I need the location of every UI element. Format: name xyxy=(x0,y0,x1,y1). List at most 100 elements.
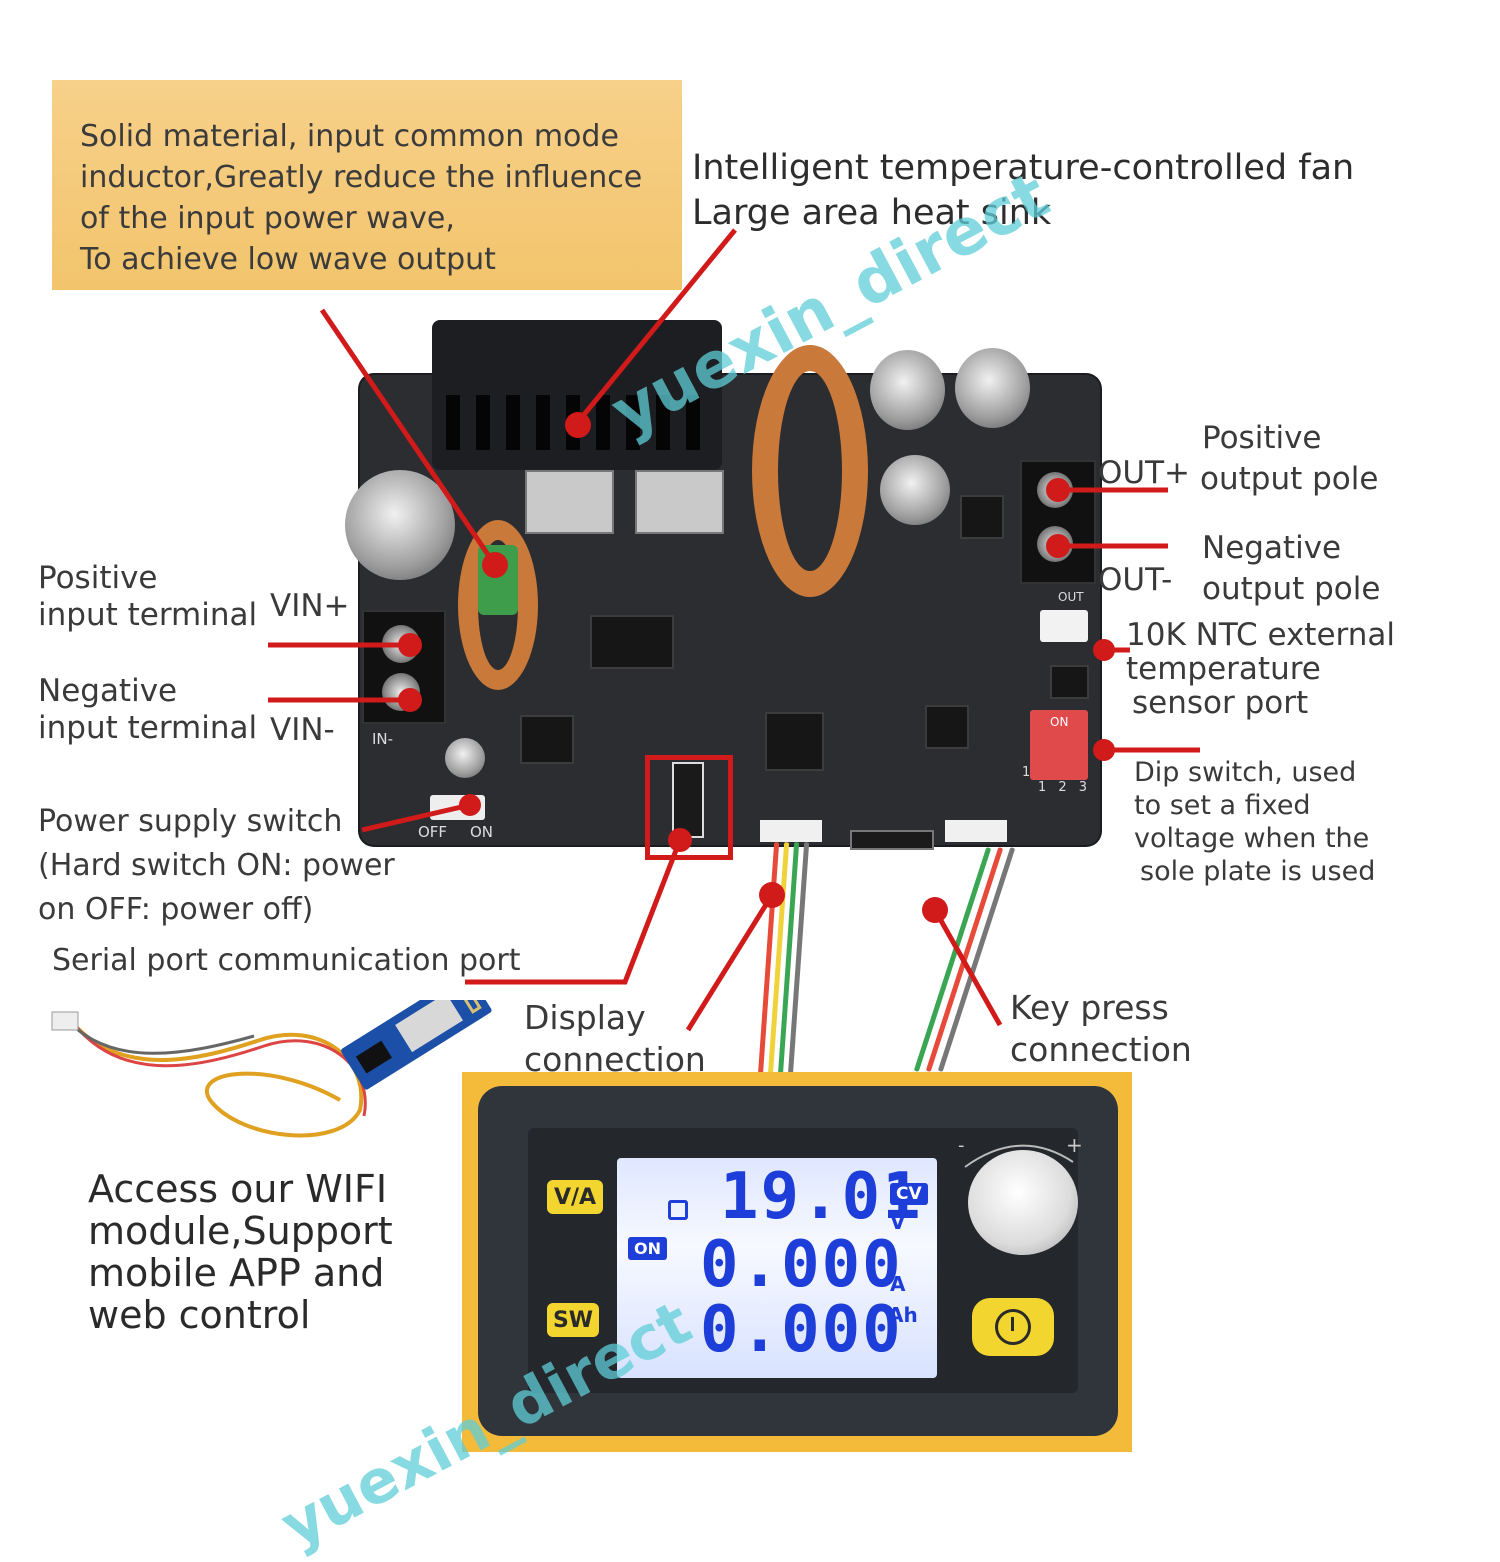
knob-arc-icon xyxy=(964,1144,1074,1168)
power-switch-line-2: (Hard switch ON: power xyxy=(38,848,395,883)
power-switch-line-3: on OFF: power off) xyxy=(38,892,314,927)
heatsink-fin xyxy=(506,395,520,450)
rotary-knob[interactable] xyxy=(968,1150,1078,1255)
serial-port-header xyxy=(672,762,704,838)
vin-plus-dot xyxy=(398,633,422,657)
ic-chip xyxy=(520,715,574,764)
output-capacitor xyxy=(880,455,950,525)
ic-chip xyxy=(590,615,674,669)
dip-switch-label: Dip switch, used to set a fixed voltage … xyxy=(1134,756,1375,888)
ntc-port xyxy=(1040,610,1088,642)
display-connection-line-1: Display xyxy=(524,998,646,1037)
display-conn-line xyxy=(685,893,775,1032)
positive-output-line-1: Positive xyxy=(1202,420,1322,456)
callout-line-4: To achieve low wave output xyxy=(80,242,496,277)
wifi-description: Access our WIFI module,Support mobile AP… xyxy=(88,1168,393,1336)
wifi-cable-red xyxy=(72,1023,367,1117)
annotation-lines xyxy=(268,228,1200,1032)
negative-input-line-2: input terminal xyxy=(38,709,258,746)
callout-line-1: Solid material, input common mode xyxy=(80,119,619,154)
ntc-line-1: 10K NTC external xyxy=(1126,617,1395,653)
heatsink-fin xyxy=(596,395,610,450)
output-capacitor xyxy=(870,350,945,430)
ntc-line-2: temperature xyxy=(1126,651,1321,687)
output-capacitor xyxy=(955,348,1030,428)
negative-output-label: Negative output pole xyxy=(1202,528,1380,610)
capacity-unit: Ah xyxy=(888,1303,918,1327)
input-capacitor xyxy=(345,470,455,580)
wifi-cable-yellow xyxy=(68,1018,364,1138)
wifi-cable-gray xyxy=(64,1017,255,1055)
serial-dot xyxy=(668,828,692,852)
in-minus-silkscreen: IN- xyxy=(372,730,394,748)
power-switch-label: Power supply switch (Hard switch ON: pow… xyxy=(38,800,395,932)
ic-chip xyxy=(925,705,969,749)
dip-dot xyxy=(1093,739,1115,761)
vin-plus-label: VIN+ xyxy=(270,588,350,624)
small-capacitor xyxy=(445,738,485,778)
dip-line-1: Dip switch, used xyxy=(1134,757,1357,788)
power-icon xyxy=(995,1309,1031,1345)
heatsink-fin xyxy=(686,395,700,450)
inductor-pointer-line xyxy=(319,308,498,567)
heatsink-fin xyxy=(476,395,490,450)
wifi-board xyxy=(341,1000,492,1090)
header-pins xyxy=(850,830,934,850)
vin-minus-label: VIN- xyxy=(270,712,335,748)
out-plus-dot xyxy=(1046,478,1070,502)
positive-input-line-2: input terminal xyxy=(38,596,258,633)
fan-heatsink-label: Intelligent temperature-controlled fan L… xyxy=(692,146,1354,236)
inductor-callout-box xyxy=(52,80,682,290)
negative-output-line-2: output pole xyxy=(1202,571,1381,607)
ntc-dot xyxy=(1093,639,1115,661)
key-press-connection-label: Key press connection xyxy=(1010,987,1192,1071)
key-connector xyxy=(945,820,1007,842)
dip-line-2: to set a fixed xyxy=(1134,790,1311,821)
wifi-line-4: web control xyxy=(88,1293,311,1337)
va-button[interactable]: V/A xyxy=(547,1180,603,1214)
dip-line-3: voltage when the xyxy=(1134,823,1370,854)
wifi-line-3: mobile APP and xyxy=(88,1251,385,1295)
ntc-line-3: sensor port xyxy=(1132,685,1309,721)
dip-on-label: ON xyxy=(1050,715,1069,729)
positive-input-line-1: Positive xyxy=(38,560,158,596)
negative-input-line-1: Negative xyxy=(38,673,178,709)
serial-port-highlight xyxy=(645,755,733,860)
negative-output-line-1: Negative xyxy=(1202,530,1342,566)
ic-chip xyxy=(1050,665,1089,699)
dip-switch xyxy=(1030,710,1088,780)
fan-pointer-line xyxy=(576,228,737,424)
fan-label-line-1: Intelligent temperature-controlled fan xyxy=(692,148,1355,188)
wifi-module-illustration xyxy=(51,1000,492,1138)
vin-minus-dot xyxy=(398,688,422,712)
fan-label-line-2: Large area heat sink xyxy=(692,193,1052,233)
sw-button[interactable]: SW xyxy=(547,1303,599,1337)
wifi-line-1: Access our WIFI xyxy=(88,1167,388,1211)
knob-minus-label: - xyxy=(958,1135,965,1156)
switch-silkscreen-off: OFF xyxy=(418,823,448,841)
wifi-line-2: module,Support xyxy=(88,1209,393,1253)
heatsink-fin xyxy=(536,395,550,450)
dip-numbers: 1 2 3 xyxy=(1038,780,1092,795)
display-conn-dot xyxy=(759,882,785,908)
voltage-unit: V xyxy=(890,1210,906,1234)
key-connection-line-1: Key press xyxy=(1010,988,1169,1027)
fan-dot xyxy=(565,412,591,438)
power-button[interactable] xyxy=(972,1298,1054,1356)
current-unit: A xyxy=(890,1272,906,1296)
regulator-chip xyxy=(960,495,1004,539)
heatsink-fin xyxy=(446,395,460,450)
mosfet-plate xyxy=(525,470,614,534)
switch-dot xyxy=(459,794,481,816)
knob-plus-label: + xyxy=(1066,1133,1083,1157)
power-switch-line-1: Power supply switch xyxy=(38,804,343,839)
heatsink-fin xyxy=(626,395,640,450)
positive-output-label: Positive output pole xyxy=(1200,418,1378,500)
lcd-screen xyxy=(617,1158,937,1378)
callout-line-3: of the input power wave, xyxy=(80,201,455,236)
out-plus-label: OUT+ xyxy=(1098,455,1191,491)
current-readout: 0.000 xyxy=(700,1228,903,1302)
cv-mode-badge: CV xyxy=(890,1183,928,1205)
capacity-readout: 0.000 xyxy=(700,1293,903,1367)
out-minus-dot xyxy=(1046,534,1070,558)
